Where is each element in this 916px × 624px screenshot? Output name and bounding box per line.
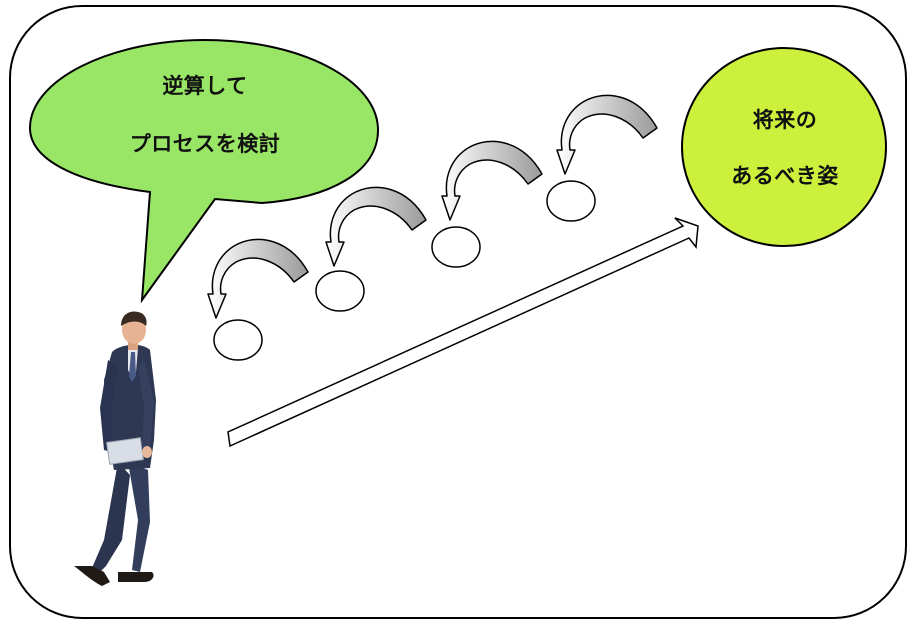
speech-bubble [28,38,380,304]
main-arrow [227,217,699,448]
bubble-text-line-1: 逆算して [162,74,248,98]
businessman-walking-icon [74,311,156,586]
step-circle-1 [213,319,263,361]
return-arrow-3 [441,140,543,221]
goal-text-line-1: 将来の [752,108,818,132]
return-arrow-4 [556,94,658,175]
goal-text-line-2: あるべき姿 [731,164,839,188]
goal-circle [681,47,887,247]
return-arrow-2 [325,186,427,267]
step-circle-2 [315,270,365,312]
step-circle-4 [546,180,596,222]
bubble-text-line-2: プロセスを検討 [129,132,281,156]
return-arrow-1 [207,238,309,319]
step-circle-3 [431,226,481,268]
